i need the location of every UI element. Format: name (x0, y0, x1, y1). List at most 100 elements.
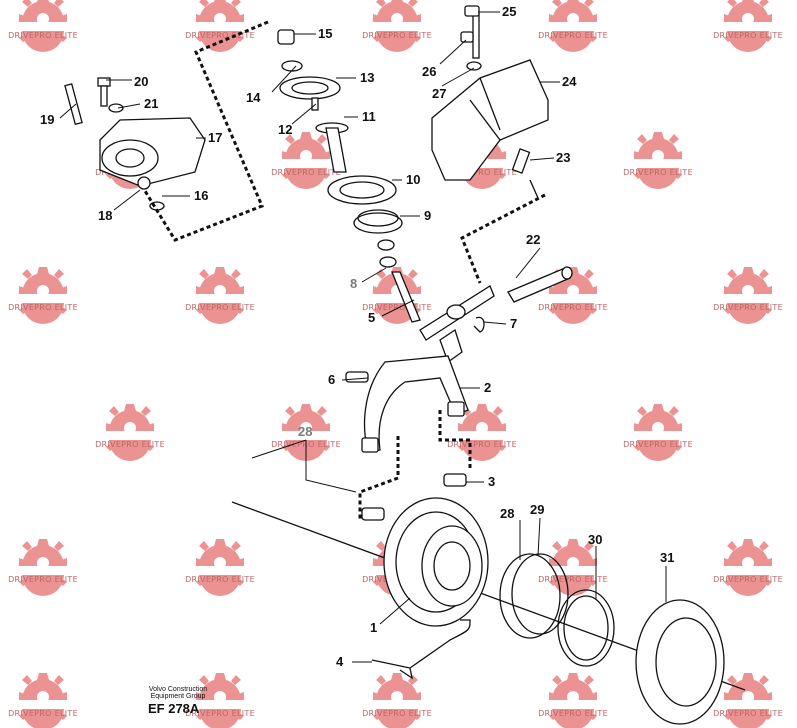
watermark-gear-icon (19, 0, 67, 52)
top-right-cover (431, 5, 549, 199)
watermark-gear-icon (458, 404, 506, 461)
callout-1: 1 (370, 620, 377, 635)
watermark-text: DRIVEPRO ELITE (447, 440, 517, 449)
watermark-text: DRIVEPRO ELITE (538, 31, 608, 40)
callout-7: 7 (510, 316, 517, 331)
watermark-logo: DRIVEPRO ELITE (8, 673, 78, 728)
callout-23: 23 (556, 150, 570, 165)
watermark-gear-icon (19, 539, 67, 596)
callout-13: 13 (360, 70, 374, 85)
callout-17: 17 (208, 130, 222, 145)
watermark-text: DRIVEPRO ELITE (185, 31, 255, 40)
watermark-gear-icon (282, 132, 330, 189)
watermark-logo: DRIVEPRO ELITE (185, 539, 255, 596)
callout-24: 24 (562, 74, 577, 89)
watermark-logo: DRIVEPRO ELITE (713, 267, 783, 324)
watermark-gear-icon (724, 673, 772, 728)
watermark-gear-icon (549, 539, 597, 596)
callout-5: 5 (368, 310, 375, 325)
callout-18: 18 (98, 208, 112, 223)
callout-28-lower: 28 (500, 506, 514, 521)
watermark-text: DRIVEPRO ELITE (8, 31, 78, 40)
watermark-gear-icon (196, 267, 244, 324)
watermark-gear-icon (106, 404, 154, 461)
callout-4: 4 (336, 654, 344, 669)
shift-shaft-and-lever (419, 266, 573, 341)
watermark-text: DRIVEPRO ELITE (713, 709, 783, 718)
watermark-gear-icon (549, 0, 597, 52)
watermark-logo: DRIVEPRO ELITE (447, 404, 517, 461)
housing-cover-assembly (64, 77, 206, 211)
watermark-logo: DRIVEPRO ELITE (538, 673, 608, 728)
watermark-logo: DRIVEPRO ELITE (185, 0, 255, 52)
callout-12: 12 (278, 122, 292, 137)
callout-numbers: 1 2 3 4 5 6 7 8 9 10 11 12 13 14 15 16 1… (40, 4, 674, 669)
watermark-text: DRIVEPRO ELITE (362, 709, 432, 718)
watermark-text: DRIVEPRO ELITE (185, 575, 255, 584)
callout-27: 27 (432, 86, 446, 101)
watermark-text: DRIVEPRO ELITE (8, 303, 78, 312)
watermark-text: DRIVEPRO ELITE (623, 440, 693, 449)
watermark-logo: DRIVEPRO ELITE (623, 132, 693, 189)
watermark-text: DRIVEPRO ELITE (538, 575, 608, 584)
watermark-logo: DRIVEPRO ELITE (362, 0, 432, 52)
watermark-text: DRIVEPRO ELITE (362, 303, 432, 312)
watermark-logo: DRIVEPRO ELITE (447, 132, 517, 189)
diagram-caption: Volvo Construction Equipment Group EF 27… (148, 686, 208, 715)
watermark-logo: DRIVEPRO ELITE (713, 673, 783, 728)
callout-26: 26 (422, 64, 436, 79)
watermark-text: DRIVEPRO ELITE (8, 709, 78, 718)
watermark-logo: DRIVEPRO ELITE (362, 673, 432, 728)
watermark-text: DRIVEPRO ELITE (271, 168, 341, 177)
callout-19: 19 (40, 112, 54, 127)
watermark-gear-icon (373, 0, 421, 52)
callout-25: 25 (502, 4, 516, 19)
callout-22: 22 (526, 232, 540, 247)
watermark-logo: DRIVEPRO ELITE (8, 267, 78, 324)
callout-14: 14 (246, 90, 261, 105)
callout-16: 16 (194, 188, 208, 203)
caption-figure-code: EF 278A (148, 701, 200, 716)
watermark-text: DRIVEPRO ELITE (185, 709, 255, 718)
caption-company-line1: Volvo Construction (148, 686, 208, 693)
watermark-gear-icon (549, 673, 597, 728)
watermark-text: DRIVEPRO ELITE (713, 31, 783, 40)
watermark-gear-icon (196, 0, 244, 52)
callout-3: 3 (488, 474, 495, 489)
watermark-logo: DRIVEPRO ELITE (185, 673, 255, 728)
synchronizer-assembly (231, 497, 746, 725)
callout-10: 10 (406, 172, 420, 187)
watermark-text: DRIVEPRO ELITE (185, 303, 255, 312)
callout-20: 20 (134, 74, 148, 89)
watermark-logo: DRIVEPRO ELITE (623, 404, 693, 461)
callout-8: 8 (350, 276, 357, 291)
watermark-logo: DRIVEPRO ELITE (713, 539, 783, 596)
watermark-gear-icon (724, 0, 772, 52)
watermark-logo: DRIVEPRO ELITE (538, 0, 608, 52)
callout-31: 31 (660, 550, 674, 565)
callout-15: 15 (318, 26, 332, 41)
watermark-logo: DRIVEPRO ELITE (538, 539, 608, 596)
watermark-gear-icon (373, 673, 421, 728)
watermark-logo: DRIVEPRO ELITE (538, 267, 608, 324)
watermark-gear-icon (634, 132, 682, 189)
watermark-logo: DRIVEPRO ELITE (362, 267, 432, 324)
watermark-logo: DRIVEPRO ELITE (713, 0, 783, 52)
callout-30: 30 (588, 532, 602, 547)
callout-11: 11 (362, 109, 376, 124)
callout-leaders (59, 11, 667, 663)
watermark-text: DRIVEPRO ELITE (538, 303, 608, 312)
diaphragm-stack (277, 29, 421, 323)
watermark-text: DRIVEPRO ELITE (95, 440, 165, 449)
watermark-text: DRIVEPRO ELITE (623, 168, 693, 177)
watermark-text: DRIVEPRO ELITE (362, 31, 432, 40)
caption-company-line2: Equipment Group (150, 693, 206, 700)
callout-28-upper: 28 (298, 424, 312, 439)
watermark-text: DRIVEPRO ELITE (8, 575, 78, 584)
watermark-gear-icon (634, 404, 682, 461)
watermark-logo: DRIVEPRO ELITE (95, 404, 165, 461)
watermark-gear-icon (724, 539, 772, 596)
watermark-logo: DRIVEPRO ELITE (8, 0, 78, 52)
